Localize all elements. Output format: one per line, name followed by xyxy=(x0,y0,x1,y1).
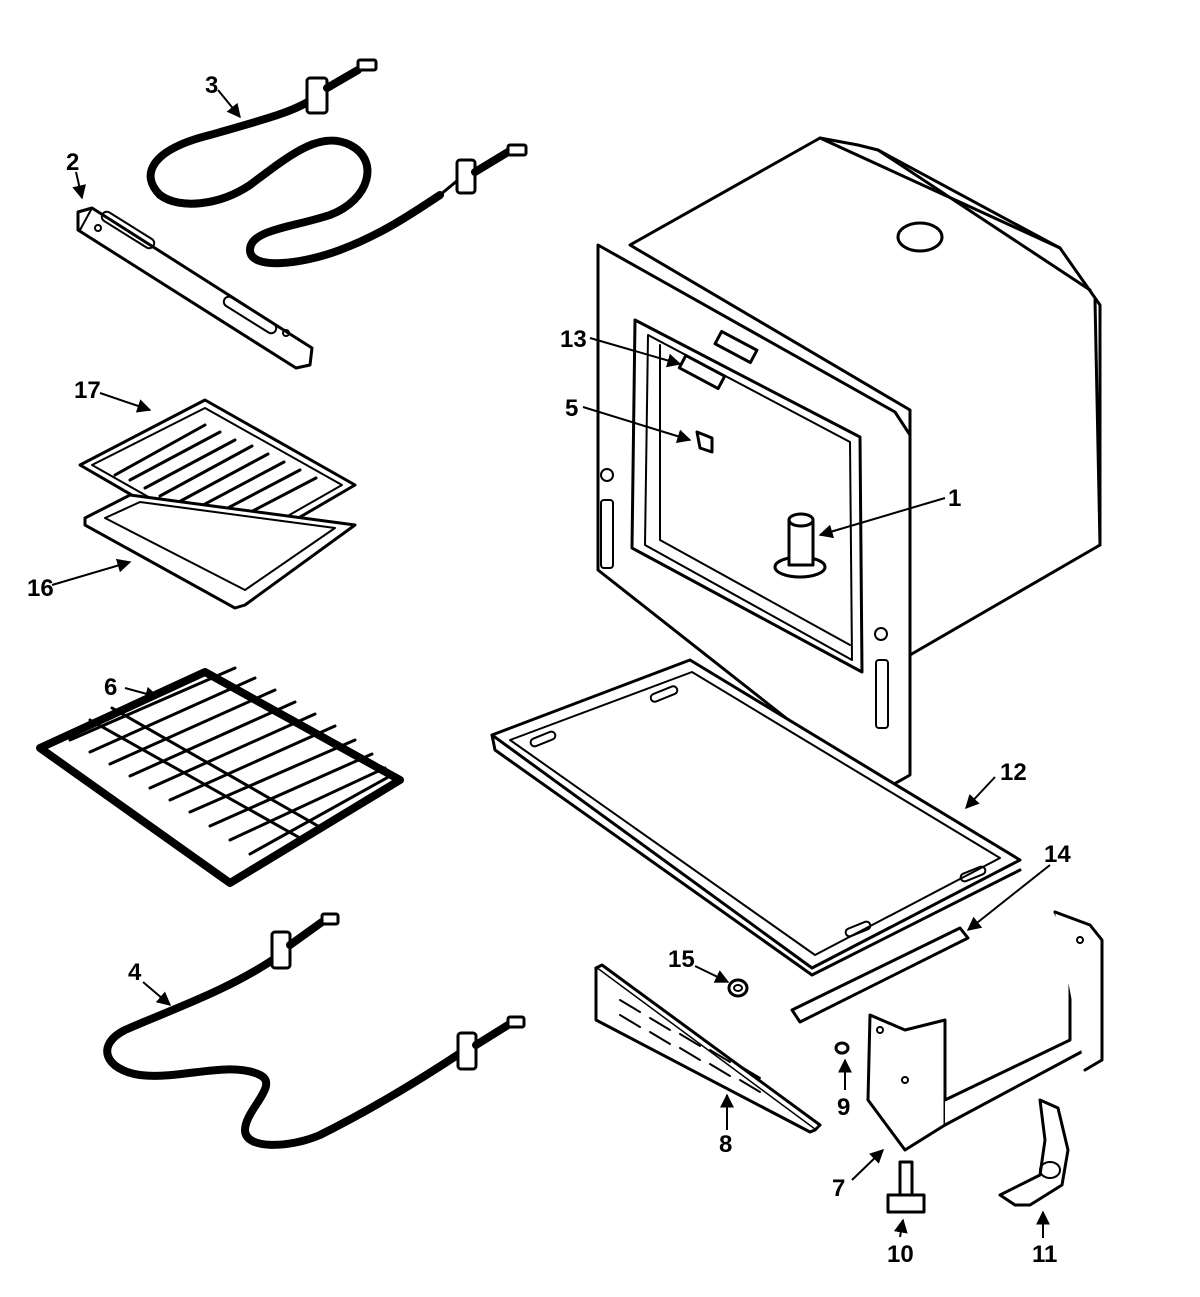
part-3-broil-element xyxy=(146,58,528,268)
callout-8: 8 xyxy=(719,1131,732,1158)
callout-11: 11 xyxy=(1032,1241,1057,1268)
callout-5: 5 xyxy=(565,395,578,422)
callout-14: 14 xyxy=(1044,841,1071,868)
part-2-element-bracket xyxy=(76,206,314,370)
callout-labels: 3 2 17 16 6 13 5 1 12 14 15 4 8 9 7 10 1… xyxy=(27,72,1071,1268)
callout-10: 10 xyxy=(887,1241,914,1268)
callout-4: 4 xyxy=(128,959,142,986)
part-14-strip xyxy=(790,926,970,1024)
callout-3: 3 xyxy=(205,72,218,99)
part-16-broiler-pan xyxy=(83,493,357,610)
callout-12: 12 xyxy=(1000,759,1027,786)
part-15-nut xyxy=(727,978,749,998)
callout-7: 7 xyxy=(832,1175,845,1202)
part-11-anti-tip-bracket xyxy=(998,1098,1070,1207)
oven-cavity xyxy=(596,136,1102,794)
callout-2: 2 xyxy=(66,149,79,176)
part-12-drip-tray xyxy=(490,658,1022,977)
callout-13: 13 xyxy=(560,326,587,353)
part-9-screw xyxy=(834,1041,850,1055)
part-4-bake-element xyxy=(103,912,526,1149)
leader-arrows xyxy=(51,89,1051,1238)
callout-9: 9 xyxy=(837,1094,850,1121)
callout-16: 16 xyxy=(27,575,54,602)
callout-1: 1 xyxy=(948,485,961,512)
callout-15: 15 xyxy=(668,946,695,973)
part-7-leg-bracket xyxy=(866,910,1104,1152)
part-8-vent-panel xyxy=(594,963,822,1134)
part-10-leveling-leg xyxy=(886,1160,926,1214)
callout-6: 6 xyxy=(104,674,117,701)
callout-17: 17 xyxy=(74,377,101,404)
part-6-oven-rack xyxy=(36,666,404,887)
